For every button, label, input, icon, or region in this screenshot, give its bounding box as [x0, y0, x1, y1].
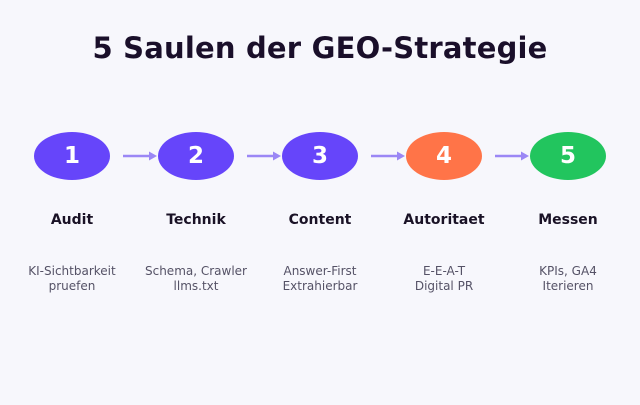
- step-4-label: Autoritaet: [403, 212, 485, 228]
- step-1-description: KI-Sichtbarkeit pruefen: [10, 264, 134, 294]
- step-2-description: Schema, Crawler llms.txt: [134, 264, 258, 294]
- step-2-desc-line2: llms.txt: [173, 279, 219, 293]
- step-2-desc-line1: Schema, Crawler: [144, 264, 247, 278]
- step-5-desc-line2: Iterieren: [542, 279, 594, 293]
- step-2-number: 2: [187, 143, 204, 169]
- step-1-label: Audit: [50, 212, 94, 228]
- step-3-circle: 3: [282, 132, 358, 180]
- arrow-right-icon: [495, 151, 529, 161]
- step-1-desc-line2: pruefen: [48, 279, 96, 293]
- step-1-number: 1: [63, 143, 80, 169]
- arrow-right-icon: [371, 151, 405, 161]
- step-3-desc-line1: Answer-First: [283, 264, 357, 278]
- step-4-desc-line2: Digital PR: [414, 279, 474, 293]
- step-4-number: 4: [435, 143, 452, 169]
- step-4-desc-line1: E-E-A-T: [422, 264, 466, 278]
- step-1-circle: 1: [34, 132, 110, 180]
- step-5-circle: 5: [530, 132, 606, 180]
- arrow-right-icon: [123, 151, 157, 161]
- step-5-desc-line1: KPIs, GA4: [539, 264, 597, 278]
- step-3-description: Answer-First Extrahierbar: [258, 264, 382, 294]
- diagram-title: 5 Saulen der GEO-Strategie: [92, 31, 548, 65]
- step-1-desc-line1: KI-Sichtbarkeit: [28, 264, 116, 278]
- step-3-label: Content: [288, 212, 352, 228]
- step-2-label: Technik: [166, 212, 226, 228]
- step-4-description: E-E-A-T Digital PR: [382, 264, 506, 294]
- step-3-number: 3: [311, 143, 328, 169]
- step-5-number: 5: [559, 143, 576, 169]
- arrow-right-icon: [247, 151, 281, 161]
- step-5-description: KPIs, GA4 Iterieren: [506, 264, 630, 294]
- step-2-circle: 2: [158, 132, 234, 180]
- step-4-circle: 4: [406, 132, 482, 180]
- step-5-label: Messen: [538, 212, 598, 228]
- step-3-desc-line2: Extrahierbar: [282, 279, 358, 293]
